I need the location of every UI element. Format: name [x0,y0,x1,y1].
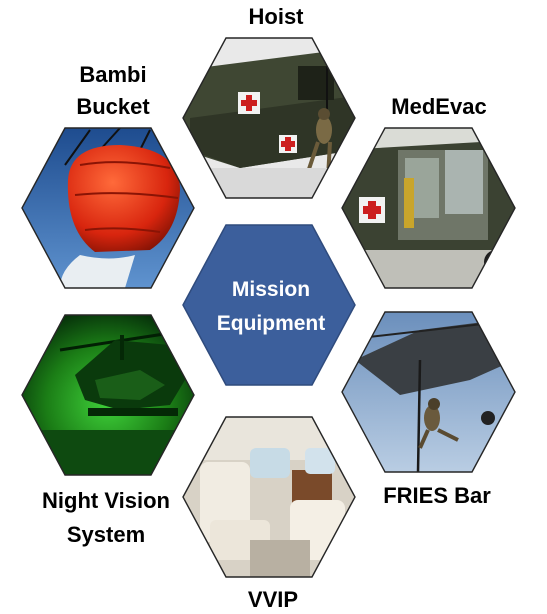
label-night-vision-line1: Night Vision [42,488,170,513]
label-fries-bar: FRIES Bar [383,483,491,508]
bambi-bucket-hexagon [21,127,195,289]
fast-rope-photo [342,312,515,472]
center-title-line1: Mission [232,278,310,301]
medevac-hex-border [341,127,516,289]
label-bambi-bucket-line2: Bucket [76,94,150,119]
center-hexagon: Mission Equipment [182,224,356,386]
center-title-line2: Equipment [217,312,326,335]
water-bucket-photo [22,128,194,288]
medevac-helicopter-photo [342,128,515,288]
hoist-hexagon [182,37,356,199]
vvip-hex-border [182,416,356,578]
medevac-hexagon [341,127,516,289]
vip-cabin-photo [183,417,355,577]
fries-bar-hexagon [341,311,516,473]
center-hex-shape [182,224,356,386]
fries-bar-hex-border [341,311,516,473]
helicopter-hoist-photo [183,38,355,198]
hoist-hex-border [182,37,356,199]
label-medevac: MedEvac [391,94,486,119]
night-vision-hex-border [21,314,195,476]
bambi-bucket-hex-border [21,127,195,289]
label-bambi-bucket-line1: Bambi [79,62,146,87]
night-vision-photo [22,315,194,475]
vvip-hexagon [182,416,356,578]
label-vvip: VVIP [248,587,298,612]
label-hoist: Hoist [249,4,305,29]
night-vision-hexagon [21,314,195,476]
label-night-vision-line2: System [67,522,145,547]
